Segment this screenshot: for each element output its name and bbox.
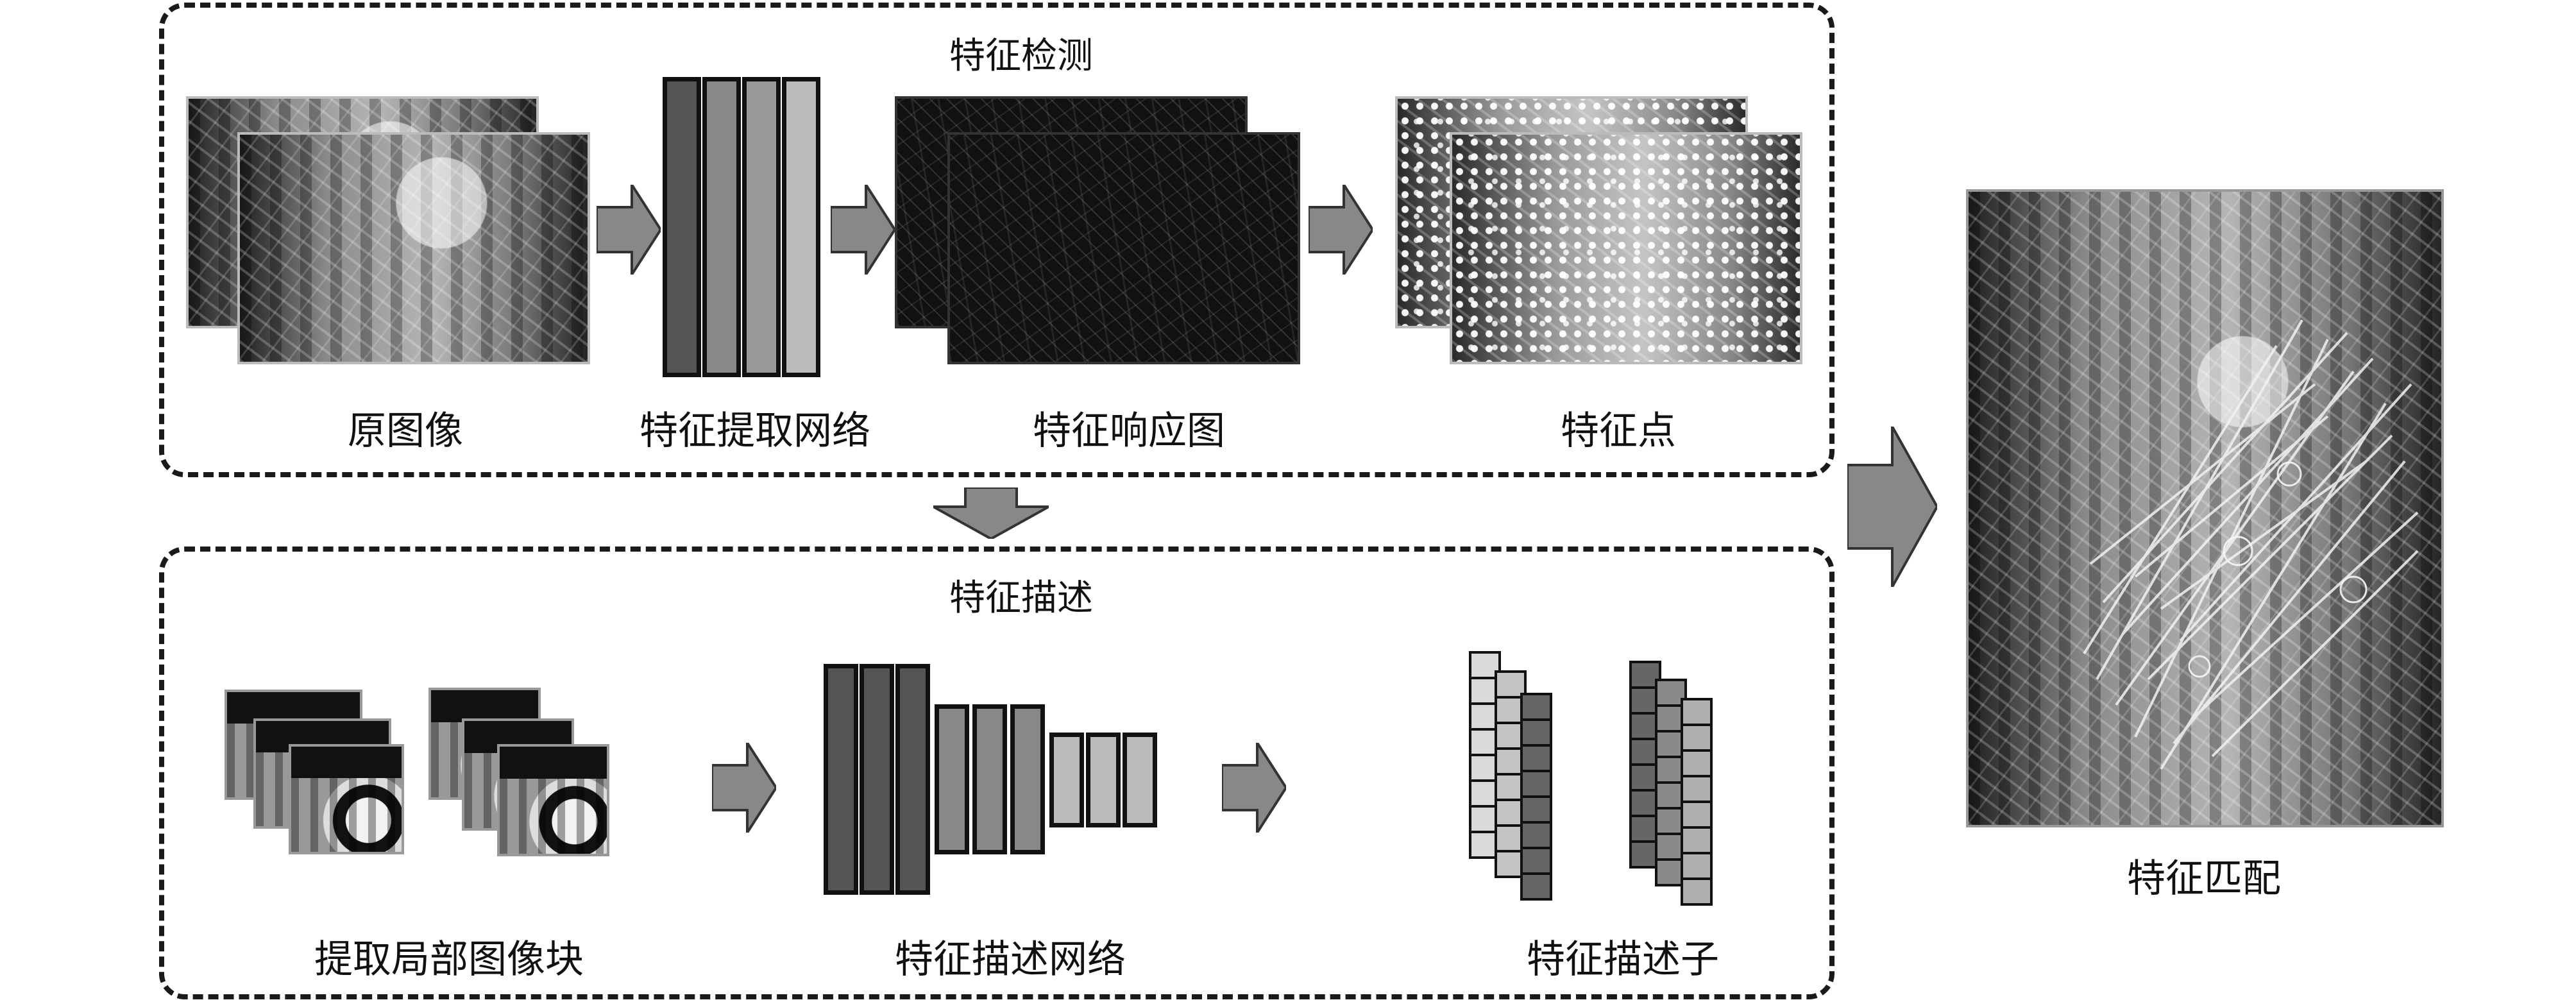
arrow-right-icon <box>597 185 661 275</box>
arrow-right-large-icon <box>1847 427 1937 587</box>
arrow-right-icon <box>1222 743 1286 833</box>
feature-matching-image <box>1966 189 2444 827</box>
network-layer <box>1049 733 1084 827</box>
network-layer <box>935 704 969 854</box>
original-image-label: 原图像 <box>348 409 463 453</box>
feature-response-map-front <box>947 132 1300 364</box>
arrow-right-icon <box>831 185 895 275</box>
descriptor-cell <box>1681 877 1713 906</box>
arrow-right-icon <box>712 743 776 833</box>
network-layer <box>663 77 701 377</box>
feature-descriptors-label: 特征描述子 <box>1527 937 1719 982</box>
original-image-front <box>237 132 590 364</box>
descriptor-cell <box>1681 749 1713 777</box>
descriptor-cell <box>1681 775 1713 803</box>
match-lines <box>2083 319 2419 770</box>
descriptor-cell <box>1681 724 1713 752</box>
network-layer <box>1010 704 1045 854</box>
feature-description-panel <box>159 547 1835 999</box>
feature-description-network-label: 特征描述网络 <box>895 937 1126 982</box>
network-layer <box>860 664 894 895</box>
feature-points-label: 特征点 <box>1561 409 1676 453</box>
network-layer <box>1123 733 1157 827</box>
descriptor-cell <box>1681 852 1713 880</box>
descriptor-cell <box>1520 744 1552 772</box>
descriptor-cell <box>1520 847 1552 875</box>
image-patch <box>289 744 404 854</box>
descriptor-cell <box>1520 770 1552 798</box>
descriptor-cell <box>1520 718 1552 747</box>
descriptor-cell <box>1520 795 1552 824</box>
network-layer <box>824 664 858 895</box>
feature-detection-title: 特征检测 <box>949 35 1093 77</box>
network-layer <box>742 77 781 377</box>
network-layer <box>702 77 741 377</box>
network-layer <box>895 664 930 895</box>
descriptor-cell <box>1520 693 1552 721</box>
feature-extraction-network-label: 特征提取网络 <box>640 409 870 453</box>
arrow-down-icon <box>933 487 1049 539</box>
feature-response-map-label: 特征响应图 <box>1033 409 1225 453</box>
network-layer <box>1086 733 1121 827</box>
feature-detection-panel <box>159 3 1835 477</box>
feature-points-image-front <box>1450 132 1802 364</box>
feature-description-title: 特征描述 <box>949 577 1093 619</box>
descriptor-cell <box>1681 698 1713 726</box>
network-layer <box>972 704 1007 854</box>
feature-matching-label: 特征匹配 <box>2127 856 2281 901</box>
descriptor-cell <box>1681 826 1713 854</box>
image-patch <box>497 744 609 856</box>
network-layer <box>782 77 820 377</box>
extract-local-patches-label: 提取局部图像块 <box>314 937 584 982</box>
arrow-right-icon <box>1309 185 1373 275</box>
descriptor-cell <box>1520 821 1552 849</box>
descriptor-cell <box>1681 801 1713 829</box>
descriptor-cell <box>1520 872 1552 901</box>
